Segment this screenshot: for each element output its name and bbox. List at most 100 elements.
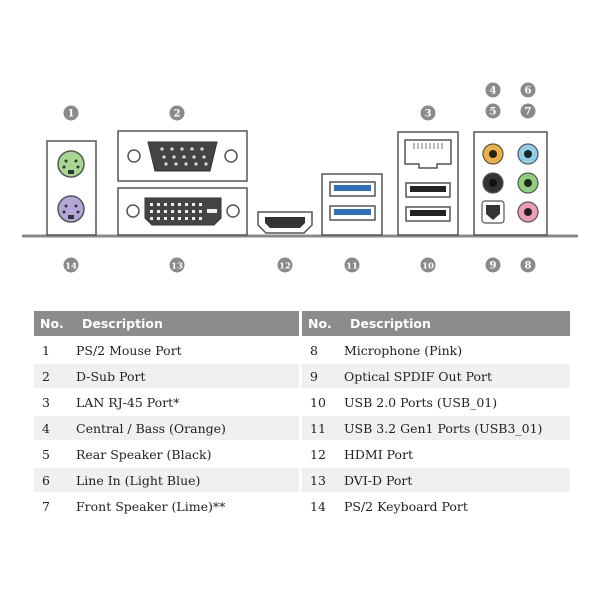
- ps2-keyboard-pin: [64, 204, 68, 208]
- hdmi-port-group: [257, 211, 313, 234]
- row-description: DVI-D Port: [344, 466, 570, 492]
- dsub-pin: [172, 155, 176, 159]
- row-no: 7: [34, 492, 76, 518]
- callout-badge: [485, 257, 501, 273]
- header-no: No.: [34, 311, 76, 336]
- callout-12: 12: [279, 262, 291, 272]
- dvi-pin: [171, 210, 174, 213]
- row-description: PS/2 Mouse Port: [76, 336, 299, 362]
- callout-11: 11: [346, 262, 358, 272]
- dvi-pin: [164, 203, 167, 206]
- callout-4: 4: [490, 86, 497, 97]
- ps2-keyboard-key: [68, 215, 74, 219]
- callout-badge: [485, 82, 501, 98]
- dsub-pin: [194, 162, 198, 166]
- ps2-mouse-key: [68, 170, 74, 174]
- dvi-pin: [192, 210, 195, 213]
- row-description: PS/2 Keyboard Port: [344, 492, 570, 518]
- usb2-tongue-top: [410, 186, 446, 192]
- dvi-pins: [150, 203, 217, 220]
- row-description: Rear Speaker (Black): [76, 440, 299, 466]
- callout-badge: [485, 103, 501, 119]
- dvi-pin: [185, 210, 188, 213]
- dvi-pin: [157, 210, 160, 213]
- ps2-port-group: [46, 140, 97, 236]
- callout-10: 10: [422, 262, 434, 272]
- ps2-keyboard-pin: [74, 204, 78, 208]
- dvi-pin: [185, 203, 188, 206]
- row-no: 14: [302, 492, 344, 518]
- ps2-keyboard-pin: [76, 210, 80, 214]
- callout-2: 2: [174, 109, 181, 120]
- dvi-pin: [192, 203, 195, 206]
- callout-6: 6: [525, 86, 532, 97]
- row-description: HDMI Port: [344, 440, 570, 466]
- dvi-pin: [164, 210, 167, 213]
- dsub-pin: [160, 147, 164, 151]
- dvi-pin: [199, 217, 202, 220]
- ps2-mouse-pin: [62, 165, 66, 169]
- row-no: 10: [302, 388, 344, 414]
- callout-badge: [420, 257, 436, 273]
- dvi-pin: [199, 210, 202, 213]
- header-description: Description: [76, 311, 299, 336]
- callout-14: 14: [65, 262, 77, 272]
- audio-jack-hole: [524, 179, 532, 187]
- callout-5: 5: [490, 107, 497, 118]
- dvi-pin: [185, 217, 188, 220]
- dvi-screw-left: [126, 204, 140, 218]
- callouts: 1 2 3 4 5 6 7 8 9 10 11 12 13 14: [63, 82, 536, 273]
- row-no: 4: [34, 414, 76, 440]
- dsub-pin: [174, 162, 178, 166]
- usb3-tongue-bottom: [334, 209, 371, 215]
- dsub-pin: [170, 147, 174, 151]
- callout-badge: [169, 257, 185, 273]
- callout-badge: [169, 105, 185, 121]
- row-no: 1: [34, 336, 76, 362]
- lan-contacts: [413, 143, 443, 149]
- dsub-screw-right: [224, 149, 238, 163]
- row-description: Central / Bass (Orange): [76, 414, 299, 440]
- row-no: 8: [302, 336, 344, 362]
- callout-badge: [420, 105, 436, 121]
- audio-jack-hole: [524, 208, 532, 216]
- ps2-mouse-pin: [74, 159, 78, 163]
- callout-badge: [520, 82, 536, 98]
- dvi-screw-right: [226, 204, 240, 218]
- dsub-pin: [190, 147, 194, 151]
- dvi-pin: [178, 217, 181, 220]
- dsub-pin: [192, 155, 196, 159]
- dsub-pin: [180, 147, 184, 151]
- table-header-row: No. Description: [302, 311, 570, 336]
- ps2-mouse-pin: [64, 159, 68, 163]
- callout-13: 13: [171, 262, 183, 272]
- audio-port-group: [473, 131, 548, 236]
- hdmi-inner: [265, 217, 305, 228]
- usb3-tongue-top: [334, 185, 371, 191]
- ps2-mouse-port: [57, 150, 85, 178]
- dvi-pin: [150, 203, 153, 206]
- audio-jack-hole: [524, 150, 532, 158]
- dvi-pin: [164, 217, 167, 220]
- usb2-tongue-bottom: [410, 210, 446, 216]
- row-description: USB 3.2 Gen1 Ports (USB3_01): [344, 414, 570, 440]
- row-no: 5: [34, 440, 76, 466]
- row-description: Microphone (Pink): [344, 336, 570, 362]
- dvi-pin: [150, 217, 153, 220]
- lan-usb2-port-group: [397, 131, 459, 236]
- dvi-pin: [171, 217, 174, 220]
- dvi-port-group: [117, 187, 248, 236]
- rear-io-diagram: 1 2 3 4 5 6 7 8 9 10 11 12 13 14: [22, 82, 578, 273]
